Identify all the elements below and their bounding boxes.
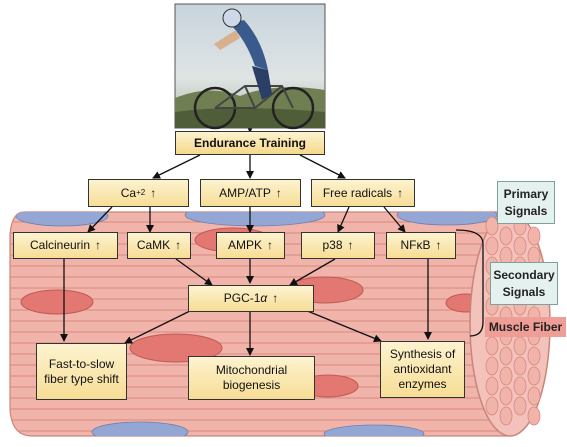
primary-signal-free-radicals: Free radicals ↑ (311, 179, 415, 207)
primary-signals-label: Primary Signals (497, 181, 555, 224)
myofibril (513, 396, 527, 416)
myofibril (485, 396, 499, 416)
up-arrow-icon: ↑ (397, 185, 404, 200)
myofibril (485, 236, 499, 256)
primary-signal-calcium: Ca+2 ↑ (88, 179, 189, 207)
secondary-signal-label: AMPK (227, 238, 262, 252)
training-box: Endurance Training (175, 131, 325, 155)
myofibril (485, 356, 499, 376)
cyclist-photo-icon (174, 3, 326, 130)
secondary-signal-p38: p38 ↑ (301, 232, 375, 259)
primary-signal-label: AMP/ATP (219, 185, 271, 200)
training-label: Endurance Training (193, 136, 307, 150)
blue-patch (15, 212, 109, 227)
nucleus (20, 289, 94, 315)
muscle-fiber-label: Muscle Fiber (485, 317, 566, 337)
secondary-signal-label: NFκB (400, 238, 431, 252)
myofibril (499, 346, 513, 366)
myofibril (499, 406, 513, 426)
primary-signal-label: Free radicals (322, 185, 393, 200)
secondary-signal-ampk: AMPK ↑ (216, 232, 285, 259)
primary-signal-amp-atp: AMP/ATP ↑ (200, 179, 301, 207)
up-arrow-icon: ↑ (275, 185, 282, 200)
up-arrow-icon: ↑ (175, 238, 182, 252)
myofibril (513, 356, 527, 376)
primary-signal-label: Ca (120, 185, 137, 200)
outcome-mitochondrial-biogenesis: Mitochondrial biogenesis (188, 356, 315, 400)
secondary-signals-label: Secondary Signals (490, 262, 558, 305)
up-arrow-icon: ↑ (95, 238, 102, 252)
myofibril (499, 386, 513, 406)
myofibril (485, 376, 499, 396)
outcome-label: Synthesis of antioxidant enzymes (389, 347, 456, 391)
outcome-antioxidant-enzymes: Synthesis of antioxidant enzymes (380, 341, 465, 398)
pgc1a-label: PGC-1 (223, 291, 261, 305)
secondary-signal-label: Calcineurin (29, 238, 91, 252)
secondary-signal-label: CaMK (136, 238, 171, 252)
myofibril (485, 216, 499, 236)
secondary-signal-calcineurin: Calcineurin ↑ (13, 232, 118, 259)
primary-signal-superscript: +2 (136, 188, 146, 197)
blue-patch (91, 421, 189, 436)
pgc1a-greek: α (260, 291, 268, 305)
myofibril (485, 336, 499, 356)
myofibril (513, 236, 527, 256)
nucleus (129, 333, 223, 363)
myofibril (527, 406, 541, 426)
up-arrow-icon: ↑ (435, 238, 442, 252)
outcome-fiber-shift: Fast-to-slow fiber type shift (36, 343, 127, 400)
blue-patch (396, 212, 498, 226)
blue-patch (184, 212, 326, 227)
myofibril (499, 366, 513, 386)
connector-lines (60, 116, 484, 356)
secondary-signal-camk: CaMK ↑ (127, 232, 191, 259)
up-arrow-icon: ↑ (267, 238, 273, 252)
up-arrow-icon: ↑ (347, 238, 354, 252)
myofibril (513, 376, 527, 396)
myofibril (527, 346, 541, 366)
myofibril (499, 226, 513, 246)
myofibril (527, 366, 541, 386)
secondary-signal-label: p38 (322, 238, 343, 252)
myofibril (527, 386, 541, 406)
outcome-label: Mitochondrial biogenesis (215, 363, 288, 392)
myofibril (527, 226, 541, 246)
myofibril (513, 336, 527, 356)
outcome-label: Fast-to-slow fiber type shift (44, 356, 119, 386)
blue-patch (323, 424, 425, 436)
secondary-signal-nfkb: NFκB ↑ (386, 232, 456, 259)
up-arrow-icon: ↑ (272, 291, 279, 305)
up-arrow-icon: ↑ (150, 185, 157, 200)
